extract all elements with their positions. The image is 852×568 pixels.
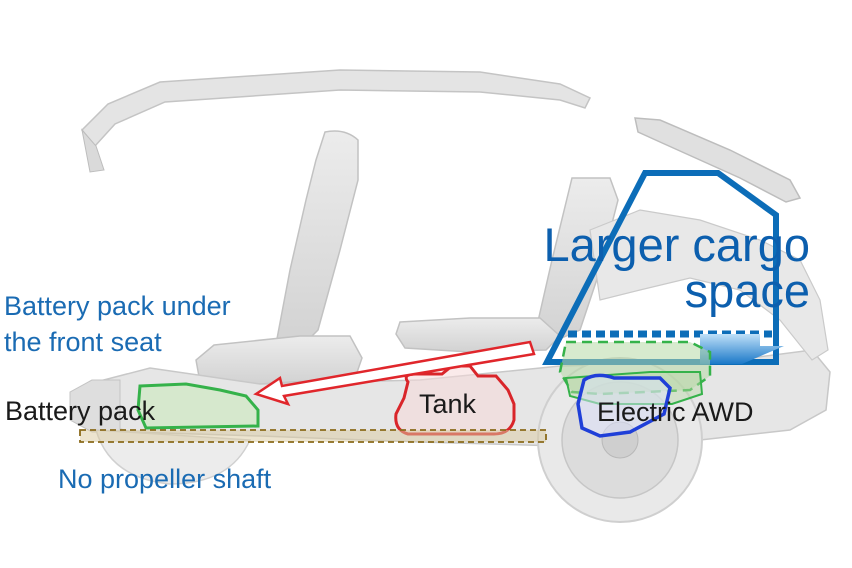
tank-label: Tank: [419, 389, 477, 419]
cargo-space-label: Larger cargo space: [468, 218, 811, 317]
rear-seat-cushion: [395, 317, 562, 353]
battery-pack-outline: [136, 382, 260, 430]
no-propeller-shaft-label: No propeller shaft: [58, 464, 272, 494]
cargo-label-line1: Larger cargo: [543, 218, 811, 271]
roof-pillar: [81, 128, 105, 173]
rear-hatch: [634, 117, 802, 203]
front-seat-label-line1: Battery pack under: [4, 291, 231, 321]
rear-suspension: [589, 209, 829, 361]
propeller-shaft-box: [79, 429, 547, 443]
cargo-space-outline: [542, 170, 779, 365]
front-seat-back: [275, 130, 359, 349]
front-wheel: [94, 429, 252, 485]
electric-awd-outline: [576, 373, 672, 438]
cargo-label-line2: space: [684, 264, 810, 317]
cargo-lowered-arrow: [700, 334, 784, 364]
roof-rail: [80, 69, 592, 148]
rear-seat-back: [535, 177, 619, 345]
battery-pack-label: Battery pack: [5, 396, 156, 426]
front-seat-arrow: [253, 340, 536, 407]
electric-awd-label: Electric AWD: [597, 397, 754, 427]
front-seat-battery-label: Battery pack under the front seat: [4, 288, 231, 360]
front-seat-label-line2: the front seat: [4, 327, 162, 357]
